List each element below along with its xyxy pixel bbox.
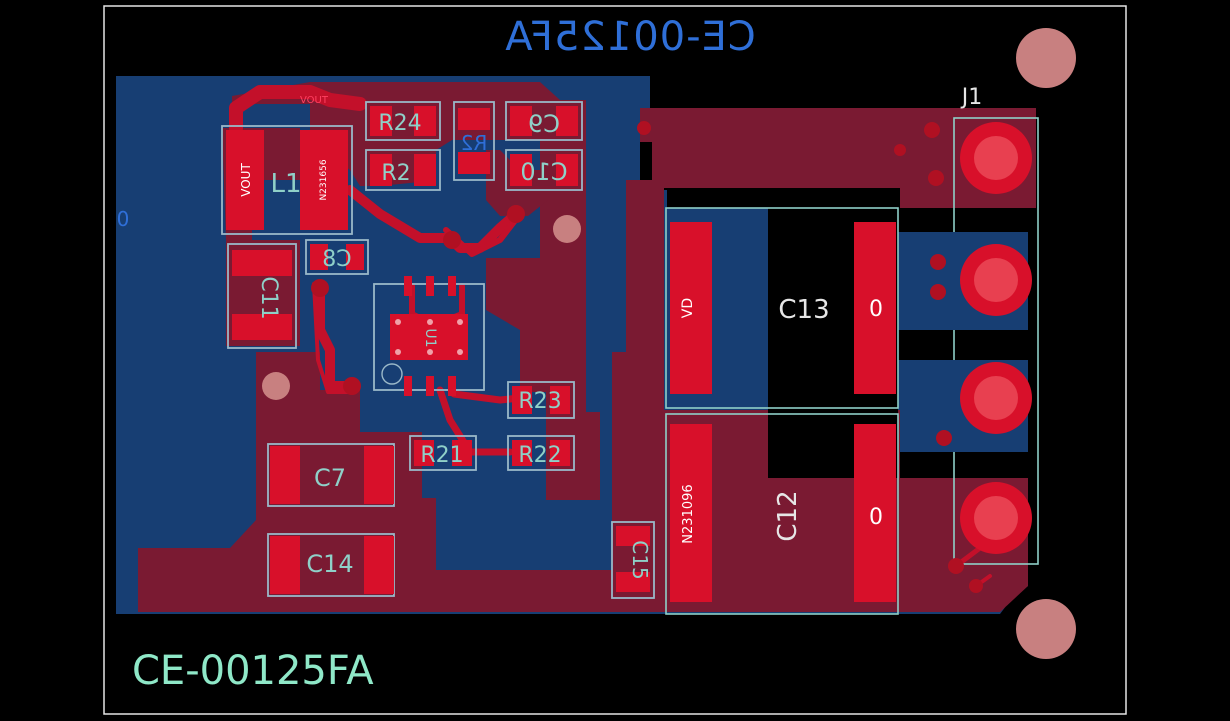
r21-ref-label: R21 [420, 443, 463, 468]
capacitor-c7[interactable]: C7 [267, 443, 395, 507]
resistor-r21[interactable]: R21 [409, 435, 477, 471]
c11-ref-label: C11 [256, 276, 281, 319]
capacitor-c8[interactable]: C8 [305, 239, 369, 275]
c12-n231096-label: N231096 [681, 484, 696, 543]
c10-ref-label: C10 [520, 158, 567, 186]
via-large-mid [553, 215, 581, 243]
board-label-mirrored: CE-00125FA [504, 14, 756, 60]
c15-ref-label: C15 [628, 540, 652, 579]
capacitor-c11[interactable]: C11 [227, 243, 297, 349]
l1-ref-label: L1 [270, 169, 301, 199]
r24-top-ref-label: R24 [378, 111, 421, 136]
resistor-r24-top[interactable]: R24 [365, 101, 441, 141]
capacitor-c13[interactable]: VD 0 C13 [665, 207, 899, 478]
via-large-left [262, 372, 290, 400]
mounting-hole-top [1016, 28, 1076, 88]
capacitor-c10[interactable]: C10 [505, 149, 583, 191]
capacitor-c14[interactable]: C14 [267, 533, 395, 597]
l1-pad-left-net: VOUT [239, 163, 253, 197]
c12-ref-label: C12 [773, 490, 803, 541]
u1-ref-label: U1 [422, 328, 438, 347]
r23-ref-label: R23 [518, 389, 561, 414]
c8-ref-label: C8 [322, 247, 351, 272]
c14-ref-label: C14 [306, 550, 353, 578]
vout-net-label: VOUT [300, 95, 329, 106]
board-outline [103, 5, 1127, 715]
mounting-hole-bottom [1016, 599, 1076, 659]
j1-ref-label: J1 [960, 85, 983, 110]
r2-mid-ref-label: R2 [381, 161, 410, 186]
capacitor-c9[interactable]: C9 [505, 101, 583, 141]
resistor-r23[interactable]: R23 [507, 381, 575, 419]
resistor-r2-top[interactable]: R2 [453, 101, 495, 181]
c7-ref-label: C7 [314, 464, 346, 492]
c13-net-zero: 0 [869, 297, 883, 322]
r22-ref-label: R22 [518, 443, 561, 468]
c13-ref-label: C13 [778, 295, 829, 325]
ic-u1[interactable]: U1 [373, 276, 485, 396]
capacitor-c15[interactable]: C15 [611, 521, 655, 599]
net-zero-left: 0 [117, 207, 130, 231]
inductor-l1[interactable]: VOUT N231656 L1 [221, 125, 353, 235]
capacitor-c12[interactable]: N231096 0 C12 [665, 413, 899, 615]
r2-top-ref-label: R2 [461, 131, 488, 155]
l1-pad-right-net: N231656 [319, 159, 329, 200]
resistor-r2-mid[interactable]: R2 [365, 149, 441, 191]
c9-ref-label: C9 [528, 110, 560, 138]
connector-j1[interactable]: J1 [922, 85, 1039, 565]
c13-vd-label: VD [680, 298, 696, 318]
resistor-r22[interactable]: R22 [507, 435, 575, 471]
board-label-bottom: CE-00125FA [132, 648, 374, 694]
c12-net-zero: 0 [869, 505, 883, 530]
vias [311, 121, 983, 593]
